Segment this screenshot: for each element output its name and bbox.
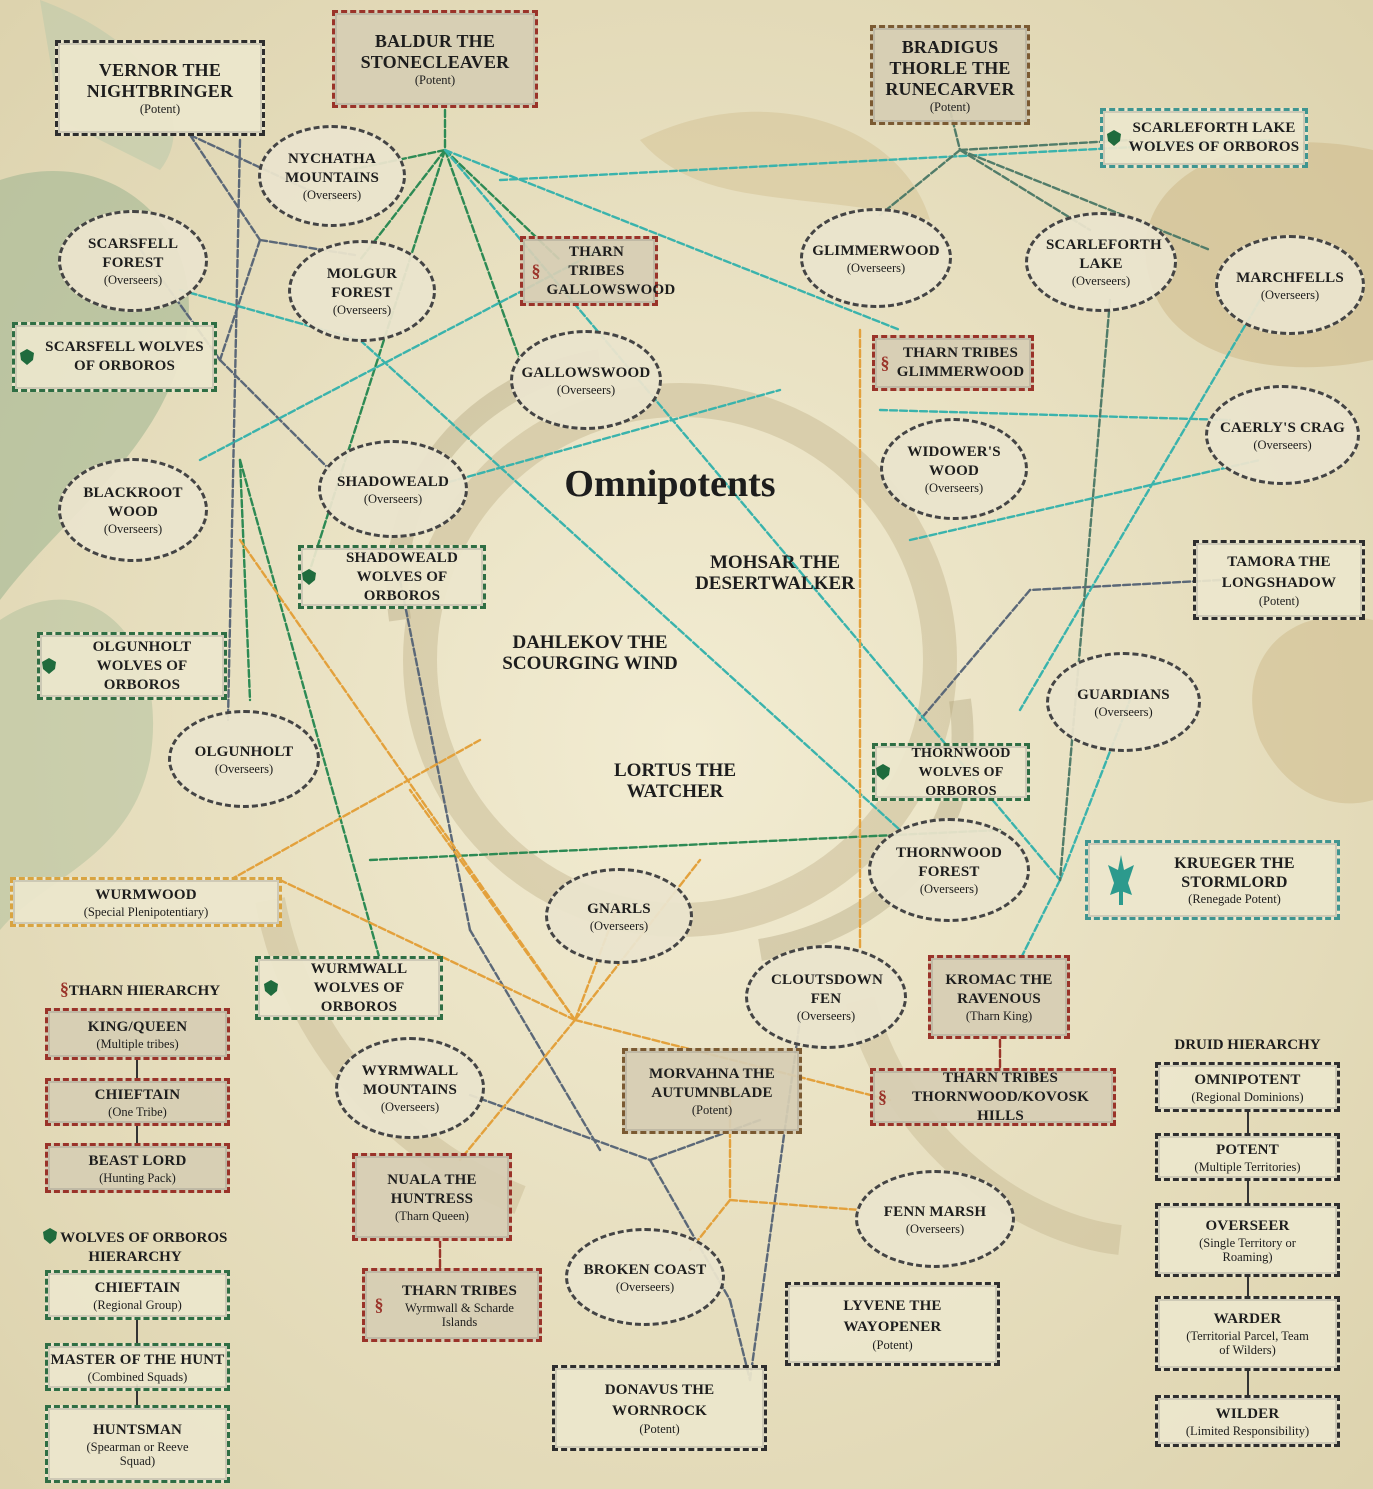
renegade-krueger[interactable]: KRUEGER THE STORMLORD (Renegade Potent) — [1085, 840, 1340, 920]
wolf-icon — [302, 569, 316, 585]
potent-nuala[interactable]: NUALA THE HUNTRESS (Tharn Queen) — [352, 1153, 512, 1241]
thorn-icon: § — [374, 1295, 384, 1315]
wolves-shadoweald[interactable]: SHADOWEALD WOLVES OF ORBOROS — [298, 545, 486, 609]
overseer-shadoweald[interactable]: SHADOWEALD (Overseers) — [318, 440, 468, 538]
potent-lyvene[interactable]: LYVENE THE WAYOPENER (Potent) — [785, 1282, 1000, 1366]
potent-vernor[interactable]: VERNOR THE NIGHTBRINGER (Potent) — [55, 40, 265, 136]
druid-level-warder: WARDER (Territorial Parcel, Team of Wild… — [1155, 1296, 1340, 1371]
overseer-olgunholt[interactable]: OLGUNHOLT (Overseers) — [168, 710, 320, 808]
wolves-scarleforth-lake[interactable]: SCARLEFORTH LAKE WOLVES OF ORBOROS — [1100, 108, 1308, 168]
tharn-hierarchy-heading: §THARN HIERARCHY — [59, 979, 221, 999]
druid-level-overseer: OVERSEER (Single Territory or Roaming) — [1155, 1203, 1340, 1277]
potent-bradigus[interactable]: BRADIGUS THORLE THE RUNECARVER (Potent) — [870, 25, 1030, 125]
omnipotent-mohsar: MOHSAR THE DESERTWALKER — [695, 552, 855, 594]
wolf-icon — [876, 764, 890, 780]
wolves-hierarchy-heading: WOLVES OF ORBOROS HIERARCHY — [30, 1228, 240, 1267]
stormlord-icon — [1107, 855, 1134, 905]
overseer-broken-coast[interactable]: BROKEN COAST (Overseers) — [565, 1228, 725, 1326]
overseer-blackroot[interactable]: BLACKROOT WOOD (Overseers) — [58, 458, 208, 562]
wolves-level-chieftain: CHIEFTAIN (Regional Group) — [45, 1270, 230, 1320]
overseer-gnarls[interactable]: GNARLS (Overseers) — [545, 868, 693, 964]
tharn-wyrmwall[interactable]: § THARN TRIBES Wyrmwall & Scharde Island… — [362, 1268, 542, 1342]
thorn-icon: § — [880, 353, 890, 373]
overseer-glimmerwood[interactable]: GLIMMERWOOD (Overseers) — [800, 208, 952, 308]
druid-level-wilder: WILDER (Limited Responsibility) — [1155, 1395, 1340, 1447]
wolf-icon — [1106, 130, 1121, 146]
thorn-icon: § — [531, 261, 541, 281]
overseer-scarsfell-forest[interactable]: SCARSFELL FOREST (Overseers) — [58, 210, 208, 312]
omnipotent-lortus: LORTUS THE WATCHER — [614, 760, 736, 802]
potent-donavus[interactable]: DONAVUS THE WORNROCK (Potent) — [552, 1365, 767, 1451]
druid-hierarchy-heading: DRUID HIERARCHY — [1174, 1037, 1321, 1053]
overseer-thornwood-forest[interactable]: THORNWOOD FOREST (Overseers) — [868, 818, 1030, 922]
overseer-gallowswood[interactable]: GALLOWSWOOD (Overseers) — [510, 330, 662, 430]
omnipotent-dahlekov: DAHLEKOV THE SCOURGING WIND — [502, 632, 678, 674]
wolf-icon — [42, 658, 56, 674]
tharn-level-king: KING/QUEEN (Multiple tribes) — [45, 1008, 230, 1060]
overseer-wyrmwall-mts[interactable]: WYRMWALL MOUNTAINS (Overseers) — [335, 1037, 485, 1139]
druid-level-omnipotent: OMNIPOTENT (Regional Dominions) — [1155, 1062, 1340, 1112]
wolves-level-huntsman: HUNTSMAN (Spearman or Reeve Squad) — [45, 1405, 230, 1483]
overseer-widowers-wood[interactable]: WIDOWER'S WOOD (Overseers) — [880, 418, 1028, 520]
potent-kromac[interactable]: KROMAC THE RAVENOUS (Tharn King) — [928, 955, 1070, 1039]
red-links — [438, 1038, 1002, 1272]
overseer-marchfells[interactable]: MARCHFELLS (Overseers) — [1215, 235, 1365, 335]
tharn-thornwood-kovosk[interactable]: § THARN TRIBES THORNWOOD/KOVOSK HILLS — [870, 1068, 1116, 1126]
wolves-wurmwall[interactable]: WURMWALL WOLVES OF ORBOROS — [255, 956, 443, 1020]
wolves-olgunholt[interactable]: OLGUNHOLT WOLVES OF ORBOROS — [37, 632, 227, 700]
overseer-fenn-marsh[interactable]: FENN MARSH (Overseers) — [855, 1170, 1015, 1268]
overseer-caerlys-crag[interactable]: CAERLY'S CRAG (Overseers) — [1205, 385, 1360, 485]
wolves-level-master: MASTER OF THE HUNT (Combined Squads) — [45, 1343, 230, 1391]
potent-morvahna[interactable]: MORVAHNA THE AUTUMNBLADE (Potent) — [622, 1048, 802, 1134]
overseer-molgur[interactable]: MOLGUR FOREST (Overseers) — [288, 240, 436, 342]
thorn-icon: § — [59, 979, 69, 999]
wolf-icon — [19, 349, 34, 365]
wolves-scarsfell[interactable]: SCARSFELL WOLVES OF ORBOROS — [12, 322, 217, 392]
wolf-icon — [42, 1228, 57, 1244]
potent-tamora[interactable]: TAMORA THE LONGSHADOW (Potent) — [1193, 540, 1365, 620]
druid-level-potent: POTENT (Multiple Territories) — [1155, 1133, 1340, 1181]
diagram-title: Omnipotents — [564, 463, 776, 505]
wolves-thornwood[interactable]: THORNWOOD WOLVES OF ORBOROS — [872, 743, 1030, 801]
special-wurmwood[interactable]: WURMWOOD (Special Plenipotentiary) — [10, 877, 282, 927]
overseer-nychatha[interactable]: NYCHATHA MOUNTAINS (Overseers) — [258, 125, 406, 227]
tharn-level-beast-lord: BEAST LORD (Hunting Pack) — [45, 1143, 230, 1193]
overseer-guardians[interactable]: GUARDIANS (Overseers) — [1046, 652, 1201, 752]
tharn-gallowswood[interactable]: § THARN TRIBES GALLOWSWOOD — [520, 236, 675, 306]
overseer-scarleforth-lake[interactable]: SCARLEFORTH LAKE (Overseers) — [1025, 212, 1177, 312]
potent-baldur[interactable]: BALDUR THE STONECLEAVER (Potent) — [332, 10, 538, 108]
tharn-glimmerwood[interactable]: § THARN TRIBES GLIMMERWOOD — [872, 335, 1034, 391]
wolf-icon — [264, 980, 278, 996]
thorn-icon: § — [878, 1087, 887, 1107]
tharn-level-chieftain: CHIEFTAIN (One Tribe) — [45, 1078, 230, 1126]
overseer-cloutsdown[interactable]: CLOUTSDOWN FEN (Overseers) — [745, 945, 907, 1049]
